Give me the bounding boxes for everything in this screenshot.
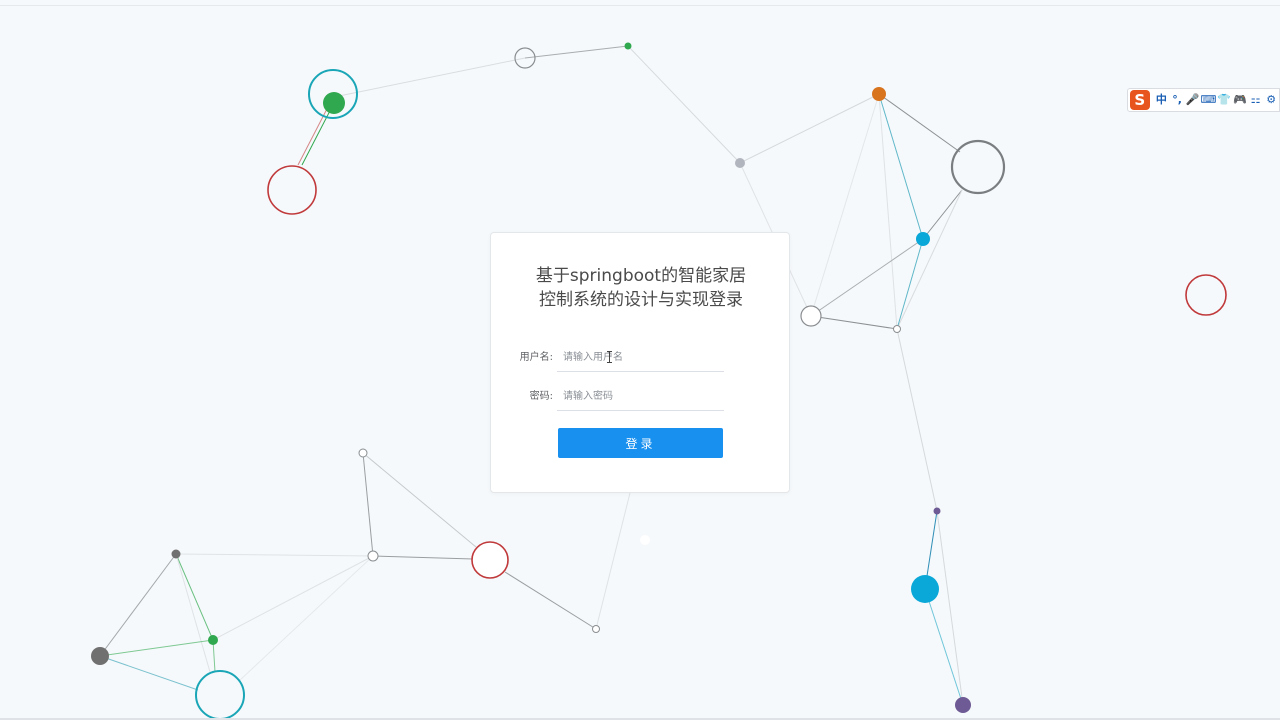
ime-keyboard-icon[interactable]: ⌨	[1200, 93, 1217, 106]
network-line	[896, 328, 938, 512]
network-node	[267, 165, 317, 215]
network-node	[1185, 274, 1227, 316]
network-line	[362, 452, 477, 548]
network-line	[922, 189, 963, 240]
network-node	[933, 507, 941, 515]
network-line	[810, 315, 898, 330]
username-row: 用户名:	[511, 343, 781, 373]
network-line	[878, 93, 924, 240]
network-node	[735, 158, 745, 168]
password-row: 密码:	[511, 382, 781, 412]
network-line	[595, 492, 631, 630]
network-line	[810, 238, 924, 317]
ime-skin-icon[interactable]: 👕	[1217, 93, 1232, 106]
network-node	[872, 87, 886, 101]
ime-logo-icon[interactable]: S	[1130, 90, 1150, 110]
bottom-divider	[0, 718, 1280, 720]
network-node	[955, 697, 971, 713]
network-line	[896, 238, 924, 330]
network-node	[800, 305, 822, 327]
username-input[interactable]	[557, 343, 724, 372]
login-title: 基于springboot的智能家居控制系统的设计与实现登录	[535, 266, 747, 310]
network-node	[171, 549, 181, 559]
network-node	[471, 541, 509, 579]
network-node	[911, 575, 939, 603]
network-node	[358, 448, 368, 458]
network-node	[592, 625, 600, 633]
ime-voice-icon[interactable]: 🎤	[1185, 93, 1200, 106]
ime-chinese-mode-icon[interactable]: 中	[1155, 93, 1167, 106]
network-node	[308, 69, 358, 119]
login-card: 基于springboot的智能家居控制系统的设计与实现登录 用户名: 密码: 登…	[490, 232, 790, 493]
password-input[interactable]	[557, 382, 724, 411]
network-line	[739, 93, 880, 164]
ime-settings-icon[interactable]: ⚙	[1266, 93, 1277, 106]
ime-toolbar[interactable]: S 中 °, 🎤 ⌨ 👕 🎮 ⚏ ⚙	[1127, 88, 1280, 112]
network-line	[301, 102, 335, 166]
ime-toolbox-icon[interactable]: ⚏	[1250, 93, 1261, 106]
network-line	[896, 189, 963, 330]
network-line	[99, 553, 177, 657]
network-line	[878, 93, 898, 330]
network-node	[514, 47, 536, 69]
ime-game-icon[interactable]: 🎮	[1233, 93, 1247, 106]
ime-punctuation-icon[interactable]: °,	[1172, 93, 1182, 106]
password-label: 密码:	[529, 391, 553, 402]
network-line	[175, 553, 211, 673]
network-line	[212, 555, 374, 641]
network-line	[627, 45, 741, 164]
network-line	[810, 93, 880, 317]
network-line	[239, 555, 374, 681]
network-node	[893, 325, 901, 333]
network-node	[640, 535, 650, 545]
login-button[interactable]: 登录	[558, 428, 723, 458]
network-line	[362, 452, 374, 557]
network-line	[372, 555, 474, 560]
network-node	[916, 232, 930, 246]
network-line	[524, 45, 629, 59]
top-divider	[0, 5, 1280, 6]
network-line	[99, 639, 214, 657]
network-node	[208, 635, 218, 645]
network-line	[99, 655, 199, 691]
network-line	[878, 93, 961, 153]
mouse-text-cursor-icon	[607, 351, 612, 363]
network-node	[950, 139, 1006, 195]
network-line	[504, 571, 597, 630]
network-line	[175, 553, 214, 641]
network-node	[195, 670, 245, 720]
network-node	[624, 42, 632, 50]
network-node	[91, 647, 109, 665]
username-label: 用户名:	[519, 352, 553, 363]
network-line	[924, 588, 964, 706]
network-line	[333, 57, 526, 98]
network-node	[323, 92, 345, 114]
network-line	[936, 510, 964, 706]
network-line	[297, 102, 331, 166]
network-node	[367, 550, 379, 562]
network-line	[175, 553, 374, 557]
network-line	[212, 639, 216, 673]
